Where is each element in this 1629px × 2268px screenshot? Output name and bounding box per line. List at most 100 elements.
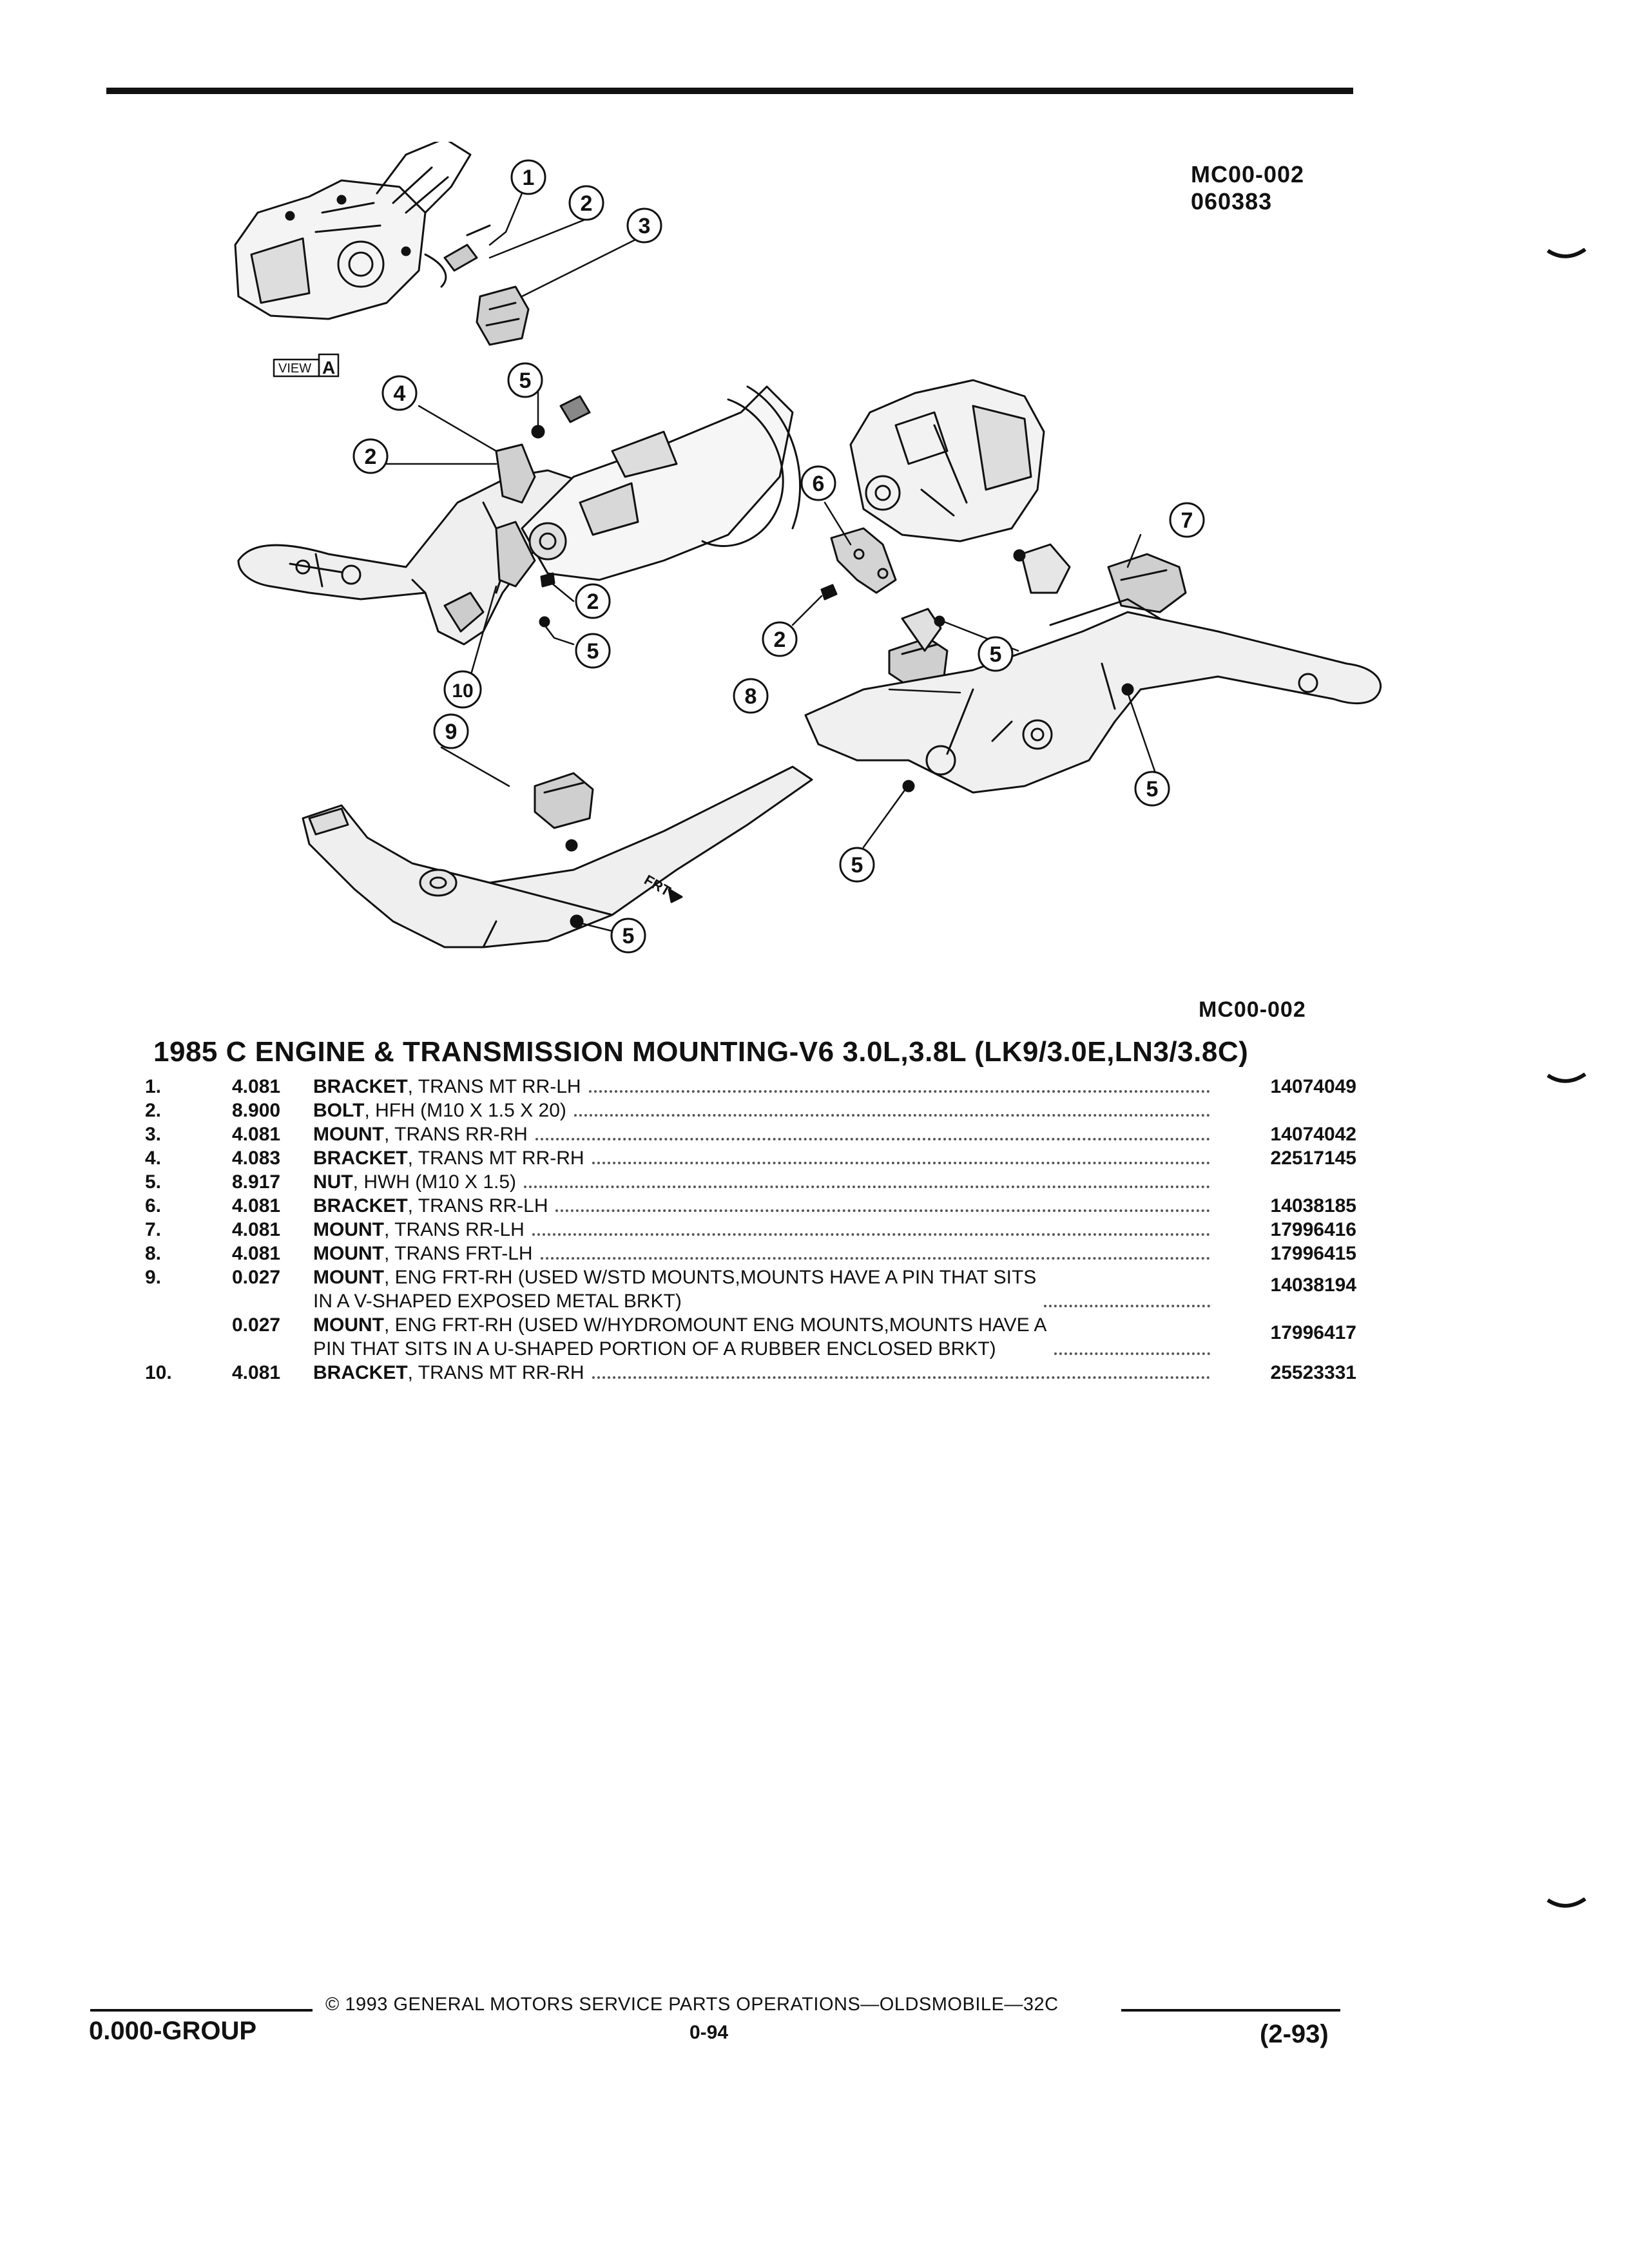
part-detail: , HWH (M10 X 1.5) bbox=[352, 1171, 517, 1193]
dot-leader bbox=[535, 1138, 1210, 1140]
view-letter-text: A bbox=[322, 358, 335, 378]
part-code: 4.083 bbox=[232, 1148, 281, 1169]
part-catalog-number: 14074049 bbox=[1270, 1076, 1356, 1097]
part-catalog-number: 17996417 bbox=[1270, 1322, 1356, 1343]
svg-text:10: 10 bbox=[452, 680, 473, 702]
svg-text:3: 3 bbox=[639, 214, 651, 238]
part-name: MOUNT bbox=[313, 1267, 384, 1288]
callout-3: 3 bbox=[626, 207, 662, 244]
part-catalog-number: 22517145 bbox=[1270, 1148, 1356, 1169]
part-detail: , TRANS MT RR-LH bbox=[407, 1076, 581, 1097]
mount-7-drawing bbox=[1107, 553, 1187, 613]
part-description: MOUNT, ENG FRT-RH (USED W/HYDROMOUNT ENG… bbox=[313, 1313, 1218, 1361]
callout-10: 10 bbox=[443, 670, 482, 709]
dot-leader bbox=[592, 1162, 1210, 1164]
part-detail: , HFH (M10 X 1.5 X 20) bbox=[364, 1100, 566, 1121]
callout-8: 8 bbox=[733, 678, 769, 714]
part-detail: , ENG FRT-RH (USED W/HYDROMOUNT ENG MOUN… bbox=[313, 1314, 1047, 1360]
footer-date: (2-93) bbox=[1260, 2020, 1329, 2048]
svg-text:2: 2 bbox=[587, 590, 599, 614]
part-code: 4.081 bbox=[232, 1124, 281, 1145]
part-detail: , TRANS RR-LH bbox=[383, 1219, 525, 1240]
dot-leader bbox=[588, 1090, 1210, 1093]
svg-text:2: 2 bbox=[581, 191, 593, 216]
part-name: MOUNT bbox=[313, 1243, 384, 1264]
exploded-parts-diagram: VIEW A bbox=[213, 142, 1411, 979]
part-description: MOUNT, ENG FRT-RH (USED W/STD MOUNTS,MOU… bbox=[313, 1265, 1218, 1313]
part-name: BRACKET bbox=[313, 1076, 408, 1097]
part-number-index: 4. bbox=[145, 1148, 162, 1169]
svg-text:7: 7 bbox=[1181, 508, 1193, 533]
part-detail: , ENG FRT-RH (USED W/STD MOUNTS,MOUNTS H… bbox=[313, 1267, 1037, 1312]
part-description: BRACKET, TRANS MT RR-RH bbox=[313, 1361, 1218, 1385]
callout-9: 9 bbox=[433, 713, 469, 749]
svg-text:2: 2 bbox=[365, 445, 377, 469]
right-frame-drawing bbox=[804, 598, 1382, 794]
binding-mark-1 bbox=[1547, 248, 1586, 258]
footer-copyright: © 1993 GENERAL MOTORS SERVICE PARTS OPER… bbox=[325, 1994, 1059, 2015]
part-number-index: 8. bbox=[145, 1243, 162, 1264]
callout-5-upper: 5 bbox=[507, 362, 543, 398]
footer-rule-left bbox=[90, 2009, 313, 2012]
callout-2-top: 2 bbox=[568, 185, 604, 221]
part-code: 0.027 bbox=[232, 1267, 281, 1288]
callout-5-mid: 5 bbox=[575, 633, 611, 669]
right-transaxle-drawing bbox=[849, 379, 1045, 543]
part-name: BRACKET bbox=[313, 1148, 408, 1169]
part-detail: , TRANS MT RR-RH bbox=[407, 1148, 584, 1169]
part-description: BRACKET, TRANS MT RR-RH bbox=[313, 1146, 1218, 1170]
part-catalog-number: 14074042 bbox=[1270, 1124, 1356, 1145]
part-name: MOUNT bbox=[313, 1314, 384, 1336]
bottom-frame-drawing bbox=[302, 765, 813, 948]
svg-text:5: 5 bbox=[519, 369, 532, 393]
part-catalog-number: 14038185 bbox=[1270, 1195, 1356, 1216]
svg-text:8: 8 bbox=[745, 684, 757, 709]
bracket-6-drawing bbox=[830, 527, 897, 594]
part-name: NUT bbox=[313, 1171, 353, 1193]
callout-5-bottom: 5 bbox=[610, 918, 646, 954]
svg-text:5: 5 bbox=[587, 639, 599, 664]
dot-leader bbox=[532, 1233, 1210, 1236]
part-number-index: 1. bbox=[145, 1076, 162, 1097]
svg-text:5: 5 bbox=[1146, 777, 1159, 802]
part-description: BRACKET, TRANS MT RR-LH bbox=[313, 1075, 1218, 1099]
part-description: BRACKET, TRANS RR-LH bbox=[313, 1194, 1218, 1218]
part-description: MOUNT, TRANS RR-LH bbox=[313, 1218, 1218, 1242]
callout-leaders bbox=[369, 192, 1161, 932]
bracket-4-drawing bbox=[495, 443, 536, 504]
dot-leader bbox=[524, 1186, 1210, 1188]
view-label-text: VIEW bbox=[278, 361, 311, 376]
reference-codes: MC00-002 060383 bbox=[1191, 161, 1304, 215]
mount-9-drawing bbox=[534, 772, 594, 829]
svg-text:9: 9 bbox=[445, 720, 458, 744]
footer-rule-right bbox=[1121, 2009, 1340, 2012]
part-description: MOUNT, TRANS FRT-LH bbox=[313, 1242, 1218, 1265]
part-detail: , TRANS FRT-LH bbox=[383, 1243, 533, 1264]
callout-2-left: 2 bbox=[352, 438, 389, 474]
footer-page-number: 0-94 bbox=[689, 2022, 729, 2043]
svg-text:5: 5 bbox=[851, 853, 863, 878]
dot-leader bbox=[574, 1114, 1210, 1117]
part-number-index: 5. bbox=[145, 1171, 162, 1193]
dot-leader bbox=[1054, 1352, 1210, 1355]
callout-5-right-bottom: 5 bbox=[839, 847, 875, 883]
section-title: 1985 C ENGINE & TRANSMISSION MOUNTING-V6… bbox=[153, 1036, 1249, 1068]
part-number-index: 6. bbox=[145, 1195, 162, 1216]
part-number-index: 10. bbox=[145, 1362, 172, 1383]
left-engine-drawing bbox=[521, 385, 801, 581]
binding-mark-3 bbox=[1547, 1898, 1586, 1908]
part-detail: , TRANS MT RR-RH bbox=[407, 1362, 584, 1383]
part-catalog-number: 17996416 bbox=[1270, 1219, 1356, 1240]
part-name: BOLT bbox=[313, 1100, 365, 1121]
part-description: BOLT, HFH (M10 X 1.5 X 20) bbox=[313, 1099, 1218, 1122]
part-catalog-number: 17996415 bbox=[1270, 1243, 1356, 1264]
part-catalog-number: 25523331 bbox=[1270, 1362, 1356, 1383]
footer-group: 0.000-GROUP bbox=[89, 2017, 257, 2045]
part-code: 8.917 bbox=[232, 1171, 281, 1193]
part-detail: , TRANS RR-LH bbox=[407, 1195, 548, 1216]
part-description: NUT, HWH (M10 X 1.5) bbox=[313, 1170, 1218, 1194]
